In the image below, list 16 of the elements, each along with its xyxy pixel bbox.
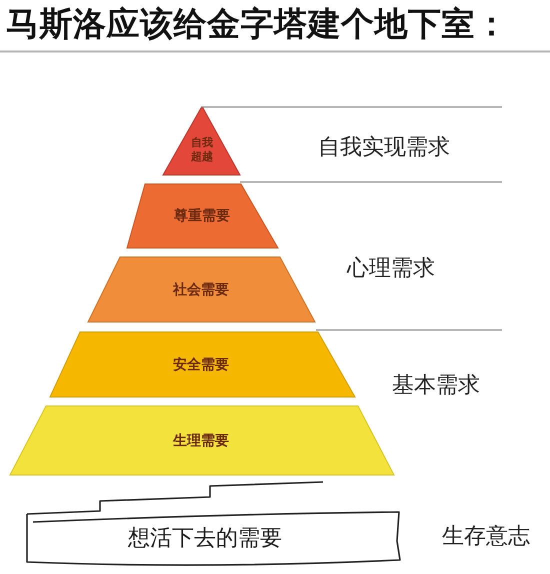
- tier-label: 自我超越: [190, 136, 214, 164]
- category-label: 自我实现需求: [317, 135, 451, 161]
- pyramid-tier: [10, 406, 394, 475]
- pyramid-tier: [163, 108, 240, 175]
- tier-label: 尊重需要: [173, 207, 231, 225]
- pyramid-tier: [127, 184, 278, 248]
- page-title: 马斯洛应该给金字塔建个地下室：: [6, 4, 510, 44]
- pyramid-tier: [50, 332, 355, 397]
- category-label: 心理需求: [346, 256, 436, 282]
- tier-label: 生理需要: [172, 432, 230, 450]
- category-label: 基本需求: [391, 373, 481, 399]
- tier-label: 安全需要: [172, 356, 230, 374]
- tier-label: 社会需要: [172, 281, 230, 299]
- pyramid-tier: [88, 257, 315, 322]
- category-label: 生存意志: [441, 524, 531, 550]
- basement-label: 想活下去的需要: [127, 526, 283, 552]
